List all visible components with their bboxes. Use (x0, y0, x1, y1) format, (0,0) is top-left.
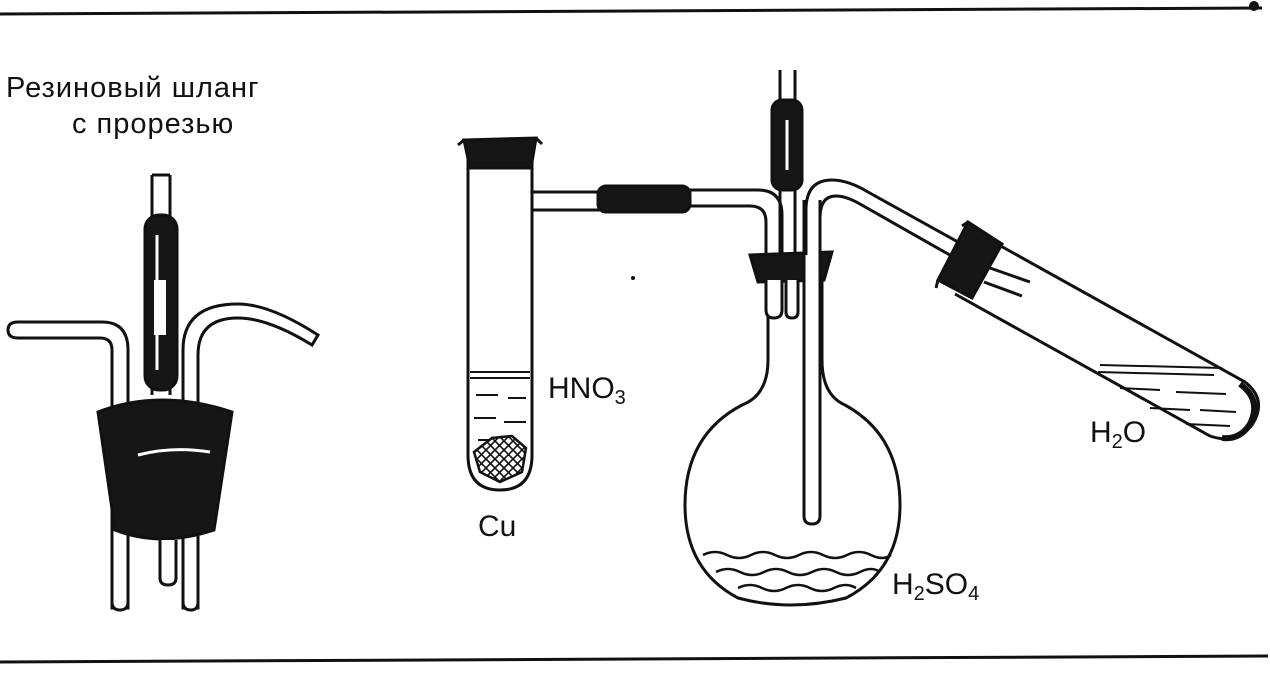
copper-pieces (472, 434, 528, 484)
h2so4-b: SO (924, 568, 969, 601)
outlet-tube-outer (804, 178, 1031, 284)
delivery-tube-to-flask (596, 184, 784, 255)
h2so4-a: H (892, 568, 914, 601)
water-tube-stopper-lip (934, 220, 969, 289)
inlet-tube-bottom (778, 190, 797, 255)
outlet-tube-inside (983, 266, 1031, 298)
h2so4-wave-2 (715, 567, 881, 577)
cu-tube-stopper-lip (457, 136, 544, 147)
long-tube (802, 200, 822, 526)
h2so4-b-sub: 4 (968, 583, 980, 605)
speck (631, 276, 635, 280)
inlet-tube-tip (764, 280, 784, 320)
h2so4-wave-1 (702, 550, 892, 560)
water-tube-wall (954, 238, 1261, 441)
bottom-rule (0, 654, 1269, 664)
hose-slit-highlight (154, 280, 166, 335)
connector-hose (596, 184, 692, 214)
top-rule-dot (1249, 1, 1259, 11)
hno3-label: HNO3 (548, 372, 626, 409)
h2o-b: O (1122, 416, 1147, 449)
top-rule (0, 6, 1263, 16)
hno3-liquid-surface (470, 371, 530, 379)
h2o-label: H2O (1090, 416, 1147, 453)
cu-tube-side-arm (532, 190, 600, 212)
hose-label-line-2: с прорезью (72, 108, 235, 140)
vertical-inlet (770, 70, 804, 255)
hno3-base: HNO (548, 372, 615, 405)
h2so4-wave-3 (737, 583, 857, 593)
stopper-detail (6, 173, 321, 612)
rubber-stopper (96, 398, 234, 541)
water-tube-stopper (935, 219, 1004, 301)
round-bottom-flask (683, 200, 902, 607)
h2so4-a-sub: 2 (913, 583, 925, 605)
outlet-tube-inner (818, 194, 1023, 298)
left-tube-tip (110, 540, 130, 612)
hno3-sub: 3 (614, 387, 626, 409)
cu-test-tube (457, 136, 600, 492)
water-tube-bottom-dark (1221, 381, 1258, 442)
hose-label-line-1: Резиновый шланг (6, 72, 260, 104)
short-tube-tip (784, 280, 800, 320)
right-tube-tip (181, 540, 200, 612)
copper-label: Cu (478, 510, 517, 543)
water-test-tube (934, 219, 1261, 442)
h2o-a: H (1090, 416, 1112, 449)
stopper-highlight (137, 448, 211, 457)
water-liquid-surface (1097, 364, 1223, 376)
cu-tube-wall (466, 150, 534, 492)
cu-tube-stopper (462, 136, 538, 170)
delivery-tube-outer (690, 188, 784, 255)
center-tube-lower (158, 540, 178, 587)
hno3-liquid-lines (474, 394, 526, 441)
h2so4-label: H2SO4 (892, 568, 980, 605)
delivery-tube-inner (690, 204, 768, 255)
h2o-a-sub: 2 (1111, 431, 1123, 453)
water-liquid-lines (1119, 387, 1237, 427)
flask-body (683, 275, 902, 607)
